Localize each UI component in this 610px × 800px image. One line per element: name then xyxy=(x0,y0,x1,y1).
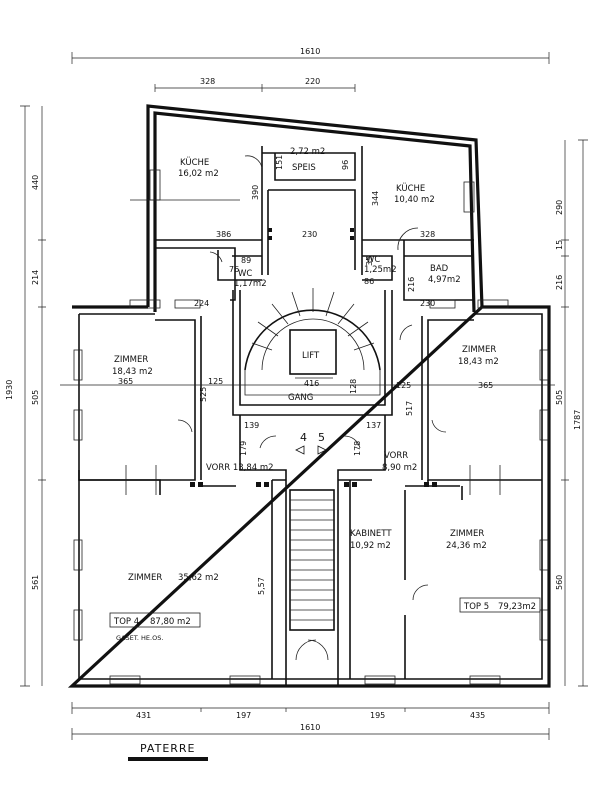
inner-dim: 125 xyxy=(208,377,223,386)
room-zimmer-right-area: 18,43 m2 xyxy=(458,357,499,367)
inner-dim: 525 xyxy=(199,387,208,402)
dim-right-total: 1787 xyxy=(573,410,582,430)
inner-dim: 89 xyxy=(241,256,251,265)
title-underline xyxy=(128,757,208,761)
room-wc-left-area: 1,17m2 xyxy=(234,279,267,289)
room-wc-right-area: 1,25m2 xyxy=(364,265,397,275)
inner-dim: 416 xyxy=(304,379,319,388)
inner-dim: 178 xyxy=(353,441,362,456)
top4-label: TOP 4 xyxy=(113,617,139,627)
inner-dim: 386 xyxy=(216,230,231,239)
room-kabinett-name: KABINETT xyxy=(350,529,392,539)
room-wc-left-name: WC xyxy=(238,269,252,279)
room-zimmer-left-name: ZIMMER xyxy=(114,355,148,365)
dim-left-total: 1930 xyxy=(5,380,14,400)
dimension-lines xyxy=(20,52,588,740)
inner-dim: 216 xyxy=(407,277,416,292)
room-vorr-right-area: 8,90 m2 xyxy=(382,463,417,473)
inner-dim: 365 xyxy=(118,377,133,386)
room-vorr-left-label: VORR 13,84 m2 xyxy=(206,463,274,473)
dim-right-c: 216 xyxy=(555,275,564,290)
dim-right-a: 290 xyxy=(555,200,564,215)
arrow-right-icon xyxy=(317,445,327,455)
inner-dim: 128 xyxy=(349,379,358,394)
dim-right-b: 15 xyxy=(555,240,564,250)
room-zimmer-right-name: ZIMMER xyxy=(462,345,496,355)
door-swings xyxy=(125,155,501,601)
vent-markers xyxy=(190,228,437,487)
dim-right-e: 560 xyxy=(555,575,564,590)
room-lift-name: LIFT xyxy=(302,351,320,361)
interior-walls xyxy=(78,146,542,686)
room-zimmer-big-name: ZIMMER xyxy=(128,573,162,583)
main-stair xyxy=(289,489,335,661)
dim-bottom-total: 1610 xyxy=(300,723,320,732)
dim-left-a: 440 xyxy=(31,175,40,190)
top5-box xyxy=(459,597,541,613)
room-speis-area: 2,72 m2 xyxy=(290,147,325,157)
dim-bottom-a: 431 xyxy=(136,711,151,720)
room-zimmer-br-area: 24,36 m2 xyxy=(446,541,487,551)
dim-bottom-d: 435 xyxy=(470,711,485,720)
room-kueche-left-area: 16,02 m2 xyxy=(178,169,219,179)
inner-dim: 230 xyxy=(420,299,435,308)
top4-box xyxy=(109,612,201,628)
inner-dim: 328 xyxy=(420,230,435,239)
outer-walls xyxy=(67,104,551,688)
dim-top-a: 328 xyxy=(200,77,215,86)
dim-right-d: 505 xyxy=(555,390,564,405)
dim-left-c: 505 xyxy=(31,390,40,405)
room-wc-right-name: WC xyxy=(366,255,380,265)
top4-note: GASET. HE.OS. xyxy=(116,634,163,642)
room-bad-area: 4,97m2 xyxy=(428,275,461,285)
room-kueche-right-area: 10,40 m2 xyxy=(394,195,435,205)
inner-dim: 344 xyxy=(371,191,380,206)
windows xyxy=(73,169,549,685)
inner-dim: 76 xyxy=(229,265,239,274)
door-number-5: 5 xyxy=(318,431,325,444)
room-vorr-right-name: VORR xyxy=(384,451,408,461)
spiral-stair xyxy=(244,288,381,396)
inner-dim: 230 xyxy=(302,230,317,239)
room-bad-name: BAD xyxy=(430,264,449,274)
inner-dim: 139 xyxy=(244,421,259,430)
inner-dim: 137 xyxy=(366,421,381,430)
top4-area: 87,80 m2 xyxy=(150,617,191,627)
inner-dim: 151 xyxy=(275,155,284,170)
inner-dim: 390 xyxy=(251,185,260,200)
room-gang-name: GANG xyxy=(288,393,313,403)
inner-dim: 5,57 xyxy=(257,577,266,595)
inner-dim: 125 xyxy=(396,381,411,390)
room-kueche-right-name: KÜCHE xyxy=(396,183,425,194)
room-speis-name: SPEIS xyxy=(292,163,316,173)
dim-left-b: 214 xyxy=(31,270,40,285)
inner-dim: 517 xyxy=(405,401,414,416)
inner-dim: 224 xyxy=(194,299,209,308)
inner-dim: 35 xyxy=(365,256,374,266)
inner-dim: 365 xyxy=(478,381,493,390)
room-zimmer-big-area: 35,62 m2 xyxy=(178,573,219,583)
dim-top-b: 220 xyxy=(305,77,320,86)
dim-bottom-c: 195 xyxy=(370,711,385,720)
room-kueche-left-name: KÜCHE xyxy=(180,157,209,168)
room-zimmer-br-name: ZIMMER xyxy=(450,529,484,539)
door-number-4: 4 xyxy=(300,431,307,444)
dim-bottom-b: 197 xyxy=(236,711,251,720)
inner-dim: 96 xyxy=(341,160,350,170)
inner-dim: 179 xyxy=(239,441,248,456)
top5-area: 79,23m2 xyxy=(498,602,536,612)
inner-dim: 86 xyxy=(364,277,374,286)
room-kabinett-area: 10,92 m2 xyxy=(350,541,391,551)
room-zimmer-left-area: 18,43 m2 xyxy=(112,367,153,377)
dim-top-total: 1610 xyxy=(300,47,320,56)
arrow-left-icon xyxy=(295,445,305,455)
plan-title: PATERRE xyxy=(140,742,196,755)
dim-left-d: 561 xyxy=(31,575,40,590)
top5-label: TOP 5 xyxy=(463,602,489,612)
